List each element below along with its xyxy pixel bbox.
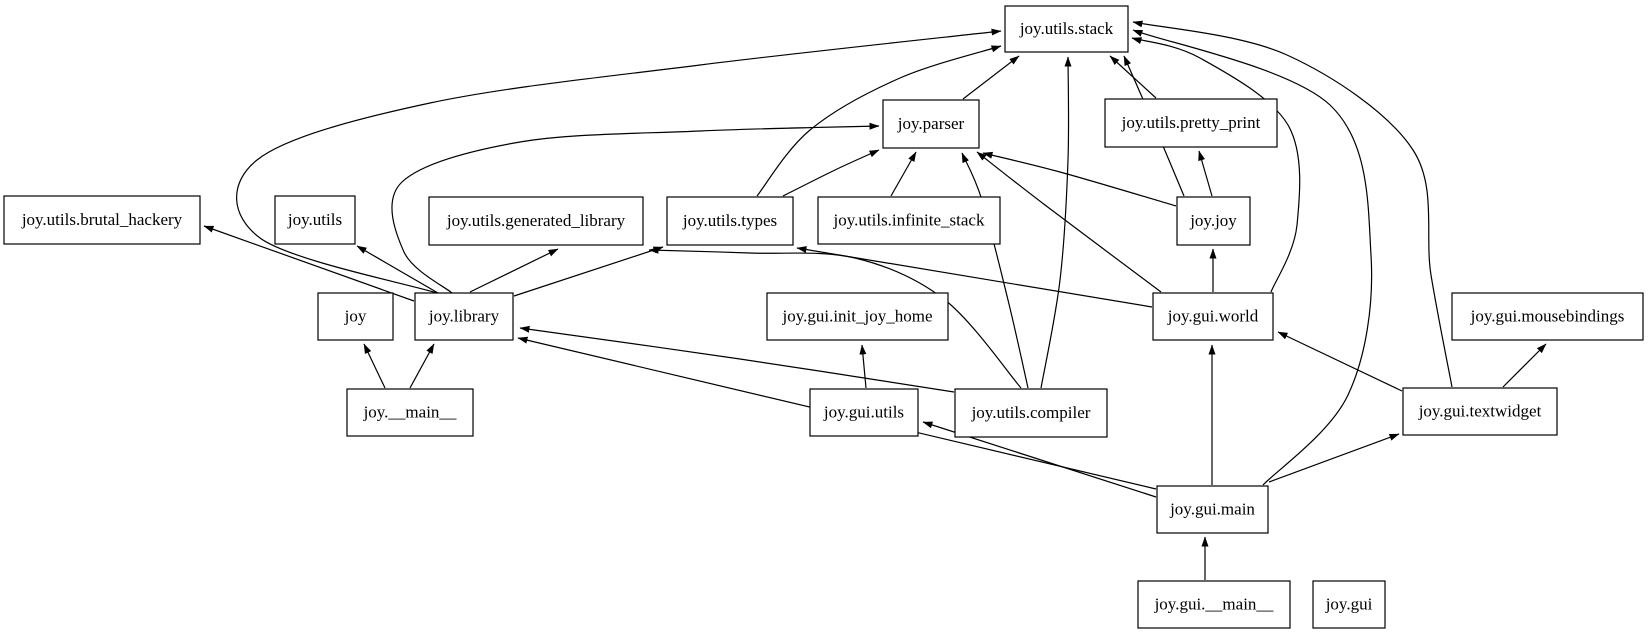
graph-node-stack: joy.utils.stack bbox=[1004, 5, 1129, 53]
graph-node-infinite_stack: joy.utils.infinite_stack bbox=[817, 196, 1001, 245]
node-box-library bbox=[414, 292, 514, 341]
node-box-main_ bbox=[346, 388, 474, 437]
node-label-joyjoy: joy.joy bbox=[1189, 211, 1237, 230]
node-box-pretty_print bbox=[1104, 98, 1278, 148]
node-box-types bbox=[666, 196, 794, 246]
edge-main_-to-joy bbox=[363, 343, 386, 389]
edge-world-to-parser bbox=[976, 151, 1162, 293]
graph-node-generated_library: joy.utils.generated_library bbox=[428, 196, 644, 246]
edge-textwidget-to-world bbox=[1277, 331, 1403, 392]
graph-node-parser: joy.parser bbox=[882, 99, 980, 149]
graph-node-world: joy.gui.world bbox=[1152, 292, 1274, 341]
graph-node-pretty_print: joy.utils.pretty_print bbox=[1104, 98, 1278, 148]
node-label-gui_utils: joy.gui.utils bbox=[823, 402, 904, 421]
node-label-library: joy.library bbox=[428, 306, 500, 325]
edge-compiler-to-stack bbox=[1040, 56, 1072, 389]
node-box-compiler bbox=[954, 388, 1108, 438]
edge-world-to-stack bbox=[1131, 37, 1301, 293]
graph-node-main_: joy.__main__ bbox=[346, 388, 474, 437]
graph-node-mousebindings: joy.gui.mousebindings bbox=[1451, 292, 1644, 341]
edge-main_-to-library bbox=[409, 343, 435, 389]
node-box-stack bbox=[1004, 5, 1129, 53]
graph-node-joyjoy: joy.joy bbox=[1176, 196, 1251, 246]
node-label-infinite_stack: joy.utils.infinite_stack bbox=[833, 210, 985, 229]
edge-compiler-to-library bbox=[519, 325, 955, 393]
node-label-parser: joy.parser bbox=[897, 114, 965, 133]
graph-node-compiler: joy.utils.compiler bbox=[954, 388, 1108, 438]
node-box-brutal_hackery bbox=[3, 195, 201, 245]
edge-gui_main-to-textwidget bbox=[1268, 433, 1400, 483]
edge-infinite_stack-to-parser bbox=[890, 151, 917, 197]
node-label-mousebindings: joy.gui.mousebindings bbox=[1470, 306, 1625, 325]
node-label-utils: joy.utils bbox=[287, 210, 342, 229]
graph-node-brutal_hackery: joy.utils.brutal_hackery bbox=[3, 195, 201, 245]
edge-types-to-parser bbox=[782, 149, 880, 197]
graph-node-gui_utils: joy.gui.utils bbox=[809, 388, 919, 437]
node-label-main_: joy.__main__ bbox=[363, 402, 457, 421]
graph-node-library: joy.library bbox=[414, 292, 514, 341]
node-box-parser bbox=[882, 99, 980, 149]
node-box-gui_main_ bbox=[1137, 580, 1291, 629]
edge-library-to-parser bbox=[391, 122, 880, 294]
edge-textwidget-to-stack bbox=[1132, 20, 1453, 388]
edge-parser-to-stack bbox=[962, 55, 1020, 100]
edge-library-to-brutal_hackery bbox=[203, 225, 415, 302]
node-box-joy bbox=[317, 292, 394, 341]
node-label-compiler: joy.utils.compiler bbox=[971, 403, 1091, 422]
edge-compiler-to-parser bbox=[961, 152, 1029, 389]
edge-gui_main-to-stack bbox=[1132, 29, 1373, 486]
node-label-brutal_hackery: joy.utils.brutal_hackery bbox=[21, 210, 183, 229]
node-label-textwidget: joy.gui.textwidget bbox=[1418, 401, 1542, 420]
node-box-textwidget bbox=[1402, 387, 1558, 436]
node-box-gui_utils bbox=[809, 388, 919, 437]
edge-compiler-to-generated_library bbox=[648, 246, 1022, 389]
graph-node-gui_main_: joy.gui.__main__ bbox=[1137, 580, 1291, 629]
node-label-gui_main_: joy.gui.__main__ bbox=[1154, 594, 1274, 613]
edge-textwidget-to-mousebindings bbox=[1502, 343, 1547, 388]
node-box-mousebindings bbox=[1451, 292, 1644, 341]
edge-library-to-generated_library bbox=[469, 248, 559, 293]
graph-node-gui: joy.gui bbox=[1312, 580, 1386, 629]
graph-node-types: joy.utils.types bbox=[666, 196, 794, 246]
node-box-gui_main bbox=[1156, 485, 1269, 534]
graph-node-textwidget: joy.gui.textwidget bbox=[1402, 387, 1558, 436]
graph-node-init_joy_home: joy.gui.init_joy_home bbox=[766, 292, 949, 341]
edge-joyjoy-to-parser bbox=[982, 151, 1177, 207]
edge-library-to-utils bbox=[356, 245, 439, 294]
graph-node-joy: joy bbox=[317, 292, 394, 341]
node-box-gui bbox=[1312, 580, 1386, 629]
edge-library-to-stack bbox=[236, 28, 1002, 294]
node-label-stack: joy.utils.stack bbox=[1019, 19, 1114, 38]
node-label-world: joy.gui.world bbox=[1167, 306, 1259, 325]
node-label-joy: joy bbox=[344, 306, 367, 325]
node-box-generated_library bbox=[428, 196, 644, 246]
node-label-types: joy.utils.types bbox=[682, 211, 777, 230]
node-box-joyjoy bbox=[1176, 196, 1251, 246]
edge-types-to-stack bbox=[756, 45, 1002, 197]
node-label-pretty_print: joy.utils.pretty_print bbox=[1121, 113, 1261, 132]
node-box-init_joy_home bbox=[766, 292, 949, 341]
node-box-infinite_stack bbox=[817, 196, 1001, 245]
node-box-world bbox=[1152, 292, 1274, 341]
edge-joyjoy-to-pretty_print bbox=[1198, 150, 1213, 197]
edge-gui_utils-to-init_joy_home bbox=[859, 344, 867, 389]
edge-library-to-types bbox=[513, 246, 664, 297]
node-box-utils bbox=[274, 195, 356, 245]
node-label-init_joy_home: joy.gui.init_joy_home bbox=[781, 306, 932, 325]
nodes-layer: joy.utils.stack joy.parser joy.utils.prett… bbox=[3, 5, 1644, 629]
graph-node-gui_main: joy.gui.main bbox=[1156, 485, 1269, 534]
node-label-gui_main: joy.gui.main bbox=[1169, 499, 1255, 518]
node-label-generated_library: joy.utils.generated_library bbox=[446, 211, 626, 230]
node-label-gui: joy.gui bbox=[1325, 594, 1373, 613]
graph-node-utils: joy.utils bbox=[274, 195, 356, 245]
